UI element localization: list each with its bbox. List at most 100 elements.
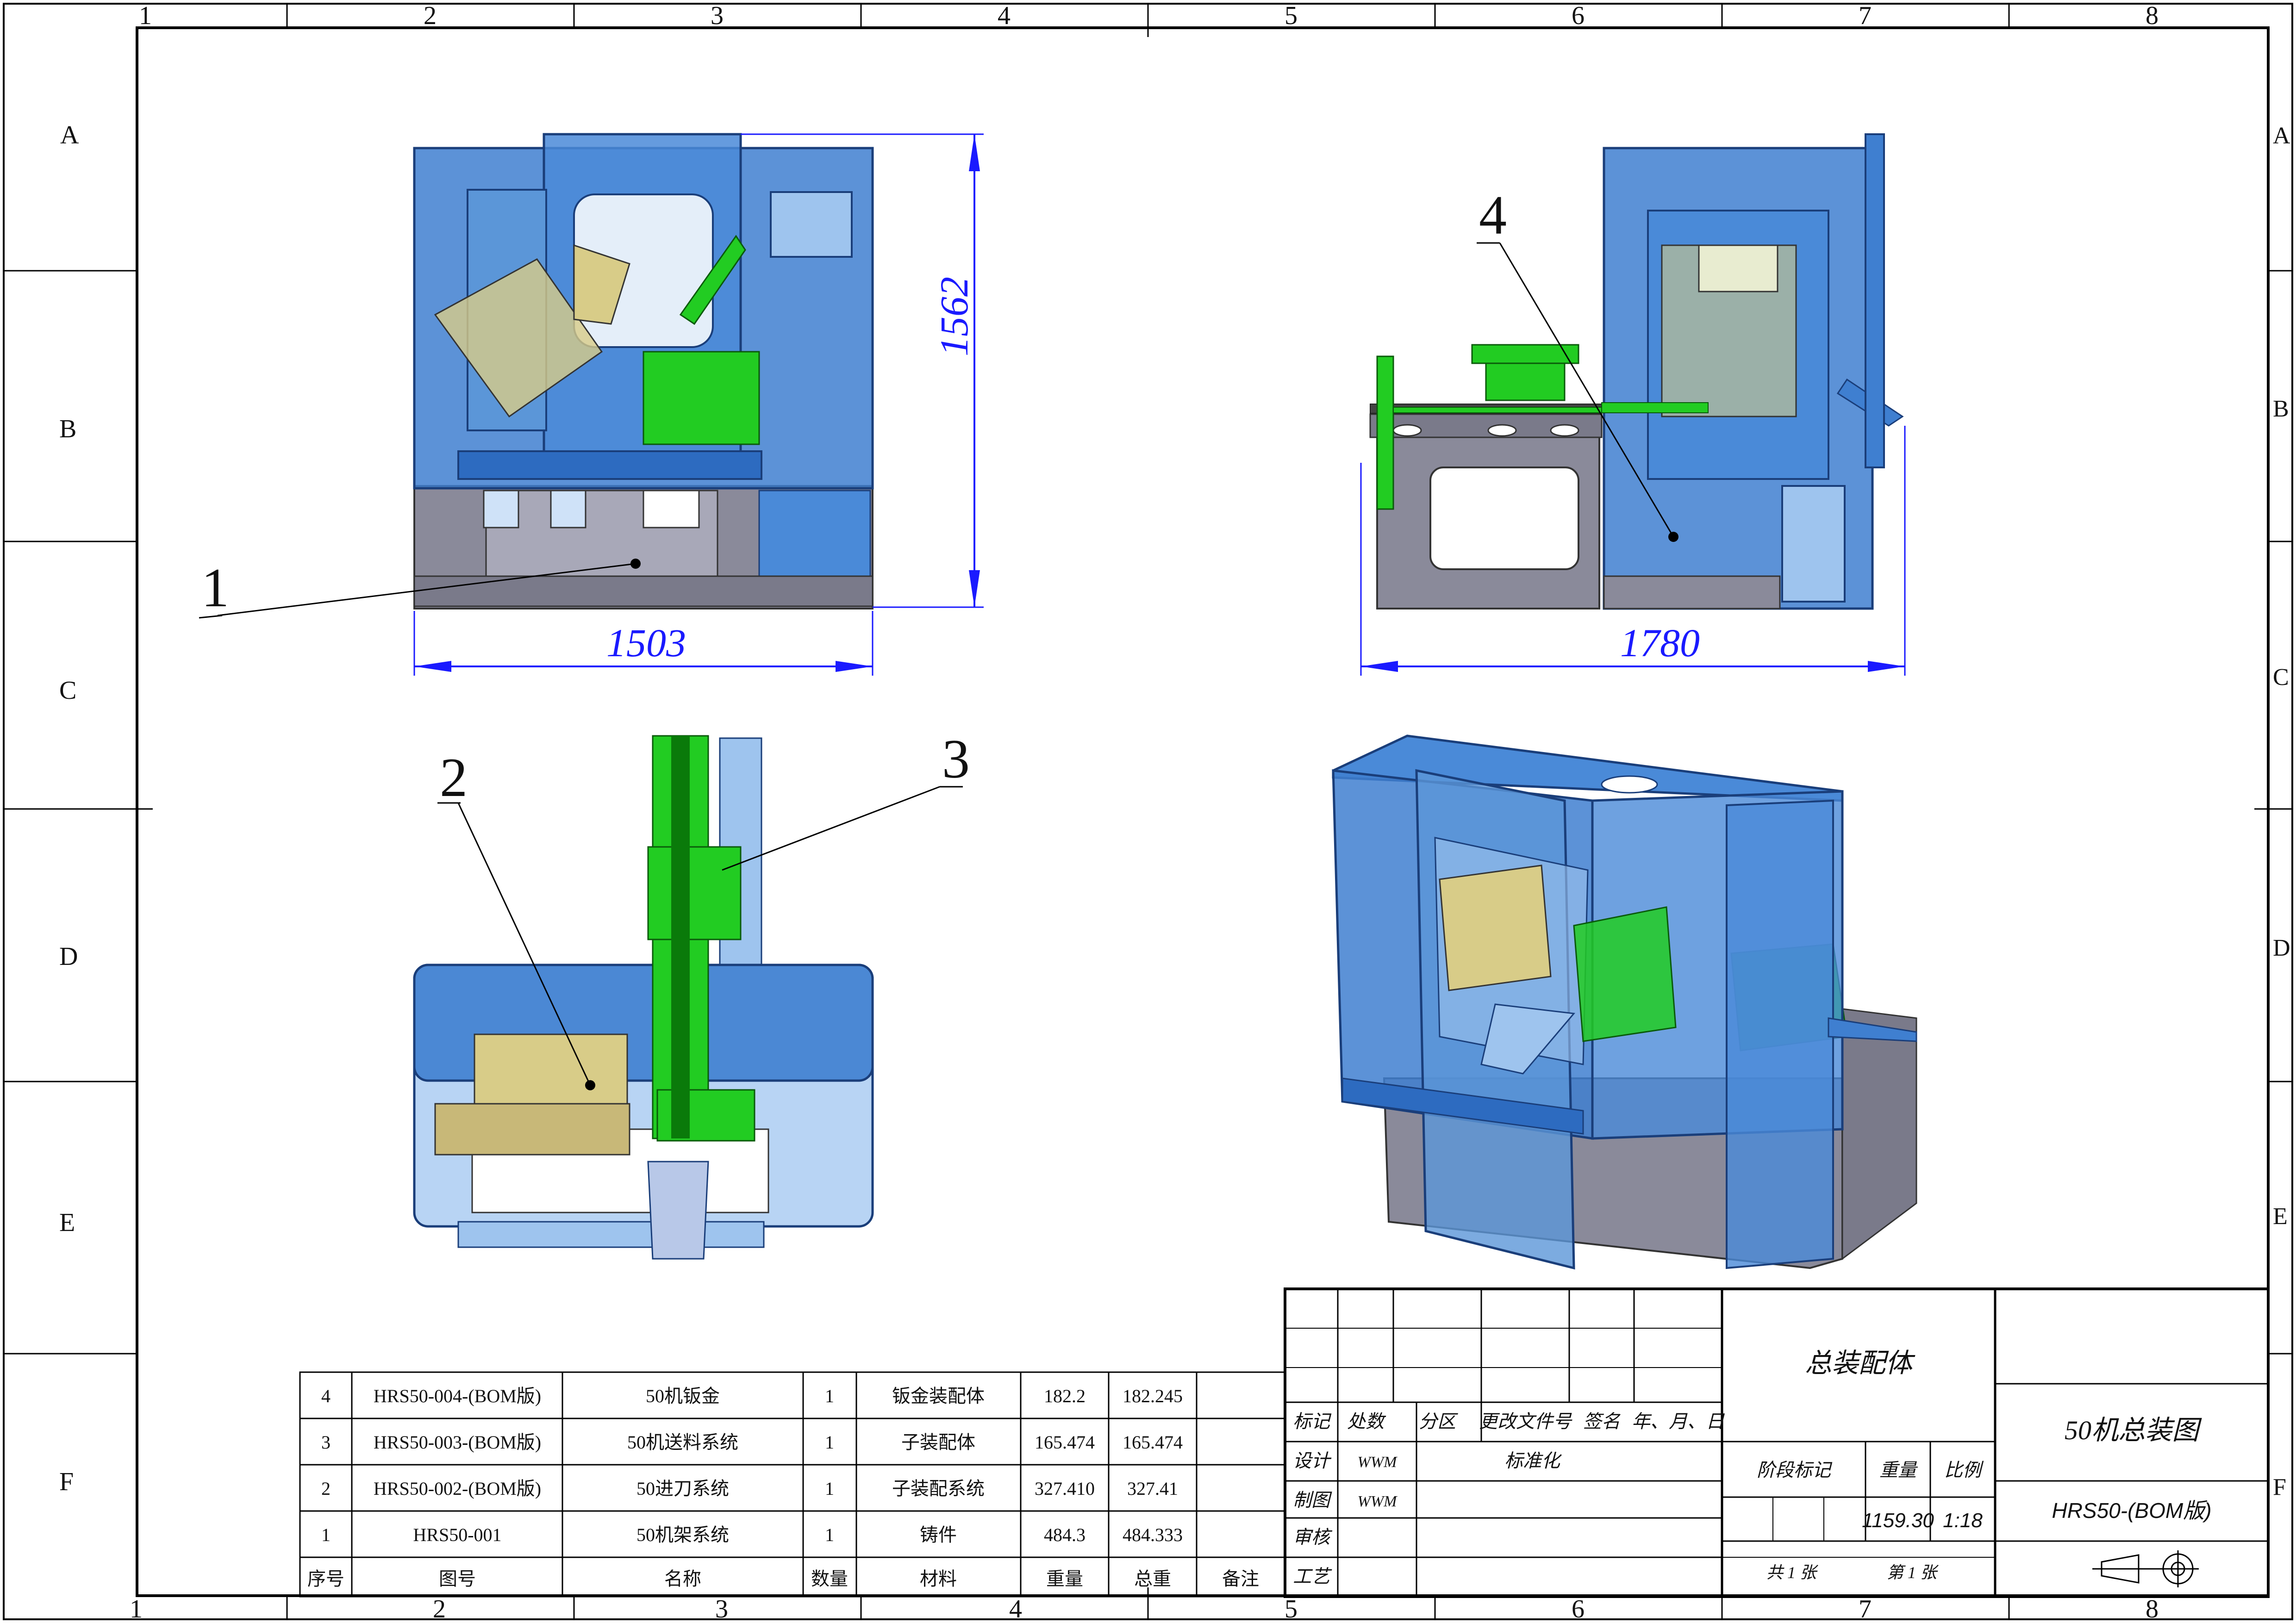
- side-bed-opening: [1429, 466, 1579, 570]
- col-label-top-7: 7: [1859, 1, 1872, 30]
- row-label-left-d: D: [59, 942, 78, 971]
- bom-cell-no: 4: [321, 1386, 331, 1406]
- tb-scale-value: 1:18: [1943, 1509, 1983, 1532]
- isometric-view: [1332, 734, 1917, 1270]
- top-green-slide: [647, 846, 742, 940]
- tb-drawing-code: HRS50-(BOM版): [2052, 1499, 2211, 1523]
- tb-sign-label: 签名: [1583, 1411, 1621, 1432]
- row-label-right-d: D: [2273, 935, 2290, 961]
- bom-cell-weight: 484.3: [1044, 1524, 1086, 1545]
- bottom-zone-ruler: [286, 1587, 2010, 1619]
- tb-drawing-title: 50机总装图: [2065, 1415, 2202, 1445]
- bom-cell-qty: 1: [825, 1432, 834, 1453]
- row-label-left-c: C: [59, 676, 76, 705]
- side-balloon-number: 4: [1479, 184, 1507, 246]
- bom-header-name: 名称: [664, 1568, 701, 1589]
- front-leader: [217, 563, 636, 616]
- tb-weight-value: 1159.30: [1862, 1509, 1934, 1532]
- col-label-bottom-2: 2: [433, 1595, 446, 1623]
- col-label-bottom-1: 1: [130, 1595, 143, 1623]
- side-view: 4 1780: [1360, 133, 1906, 676]
- tb-date-label: 年、月、日: [1632, 1411, 1725, 1432]
- front-green-assembly: [643, 351, 760, 445]
- table-header-row: 序号 图号 名称 数量 材料 重量 总重 备注: [307, 1568, 1259, 1589]
- bom-cell-material: 子装配系统: [892, 1478, 985, 1499]
- front-dim-height-arrow-top: [969, 134, 980, 171]
- col-label-top-2: 2: [424, 1, 437, 30]
- top-chute: [647, 1161, 709, 1260]
- side-shaft: [1393, 407, 1607, 413]
- tb-design-name: WWM: [1358, 1454, 1398, 1471]
- bom-cell-name: 50进刀系统: [636, 1478, 729, 1499]
- col-label-top-6: 6: [1572, 1, 1585, 30]
- tb-standard-label: 标准化: [1504, 1450, 1562, 1471]
- bom-cell-weight: 327.410: [1035, 1478, 1095, 1499]
- row-label-left-f: F: [59, 1468, 74, 1496]
- front-leader-shelf: [199, 615, 223, 619]
- col-label-bottom-4: 4: [1009, 1595, 1022, 1623]
- top-leader-left: [457, 802, 591, 1086]
- tb-mark-label: 标记: [1293, 1411, 1332, 1432]
- tb-count-label: 处数: [1347, 1411, 1386, 1432]
- bom-cell-no: 3: [321, 1432, 331, 1453]
- side-leader: [1499, 243, 1674, 537]
- col-label-top-3: 3: [711, 1, 724, 30]
- col-label-bottom-5: 5: [1285, 1595, 1298, 1623]
- bom-cell-code: HRS50-004-(BOM版): [374, 1386, 541, 1406]
- col-label-bottom-8: 8: [2146, 1595, 2159, 1623]
- side-dim-arrow-right: [1868, 661, 1905, 672]
- iso-shelf: [1341, 1077, 1584, 1135]
- tb-draw-label: 制图: [1293, 1490, 1332, 1511]
- front-slot-2: [550, 490, 586, 529]
- top-zone-ruler: [286, 4, 2010, 37]
- tb-design-label: 设计: [1293, 1450, 1332, 1471]
- side-green-bar: [1601, 402, 1709, 413]
- front-slot-3: [643, 490, 700, 529]
- bom-cell-weight: 182.2: [1044, 1386, 1086, 1406]
- col-label-top-1: 1: [139, 1, 152, 30]
- front-window-right: [770, 191, 853, 258]
- side-dim-width-value: 1780: [1620, 621, 1700, 665]
- bom-cell-material: 铸件: [920, 1524, 957, 1545]
- side-control-box: [1781, 485, 1846, 603]
- top-balloon-number-left: 2: [440, 746, 468, 808]
- table-row: 4 HRS50-004-(BOM版) 50机钣金 1 钣金装配体 182.2 1…: [321, 1386, 1183, 1406]
- col-label-bottom-6: 6: [1572, 1595, 1585, 1623]
- front-dim-width-value: 1503: [606, 621, 686, 665]
- iso-side-table: [1828, 1017, 1917, 1042]
- bom-rows: 4 HRS50-004-(BOM版) 50机钣金 1 钣金装配体 182.2 1…: [307, 1386, 1259, 1589]
- side-bed-slot-2: [1487, 424, 1517, 437]
- tb-draw-name: WWM: [1358, 1493, 1398, 1510]
- row-label-right-c: C: [2273, 664, 2289, 690]
- title-block-grid: [1284, 1287, 2270, 1598]
- bom-cell-total: 182.245: [1123, 1386, 1183, 1406]
- row-label-right-f: F: [2273, 1474, 2286, 1500]
- bom-header-code: 图号: [439, 1568, 476, 1589]
- tb-weight-label: 重量: [1879, 1460, 1918, 1480]
- tb-review-label: 审核: [1293, 1527, 1333, 1548]
- bom-cell-no: 1: [321, 1524, 331, 1545]
- side-spindle-top: [1698, 244, 1778, 292]
- sheet-border: [3, 3, 2293, 1620]
- bom-cell-name: 50机送料系统: [627, 1432, 738, 1453]
- top-front-strip: [457, 1221, 765, 1248]
- front-shelf: [457, 450, 762, 480]
- right-zone-ruler: [2254, 270, 2292, 1355]
- col-label-top-8: 8: [2146, 1, 2159, 30]
- side-handwheel-post: [1376, 355, 1394, 510]
- iso-chute: [1480, 1003, 1575, 1075]
- iso-green-arm: [1573, 906, 1677, 1042]
- front-dim-height-arrow-bottom: [969, 570, 980, 607]
- col-label-top-5: 5: [1285, 1, 1298, 30]
- bom-cell-total: 327.41: [1127, 1478, 1178, 1499]
- front-foot: [413, 575, 873, 607]
- top-balloon-number-right: 3: [942, 728, 970, 790]
- tb-change-doc-label: 更改文件号: [1479, 1411, 1572, 1432]
- side-dim-arrow-left: [1361, 661, 1398, 672]
- bom-cell-material: 钣金装配体: [892, 1386, 985, 1406]
- row-label-right-b: B: [2273, 396, 2289, 422]
- bom-header-total: 总重: [1134, 1568, 1171, 1589]
- front-view: 1 1503 1562: [199, 133, 984, 676]
- row-label-left-a: A: [60, 121, 79, 149]
